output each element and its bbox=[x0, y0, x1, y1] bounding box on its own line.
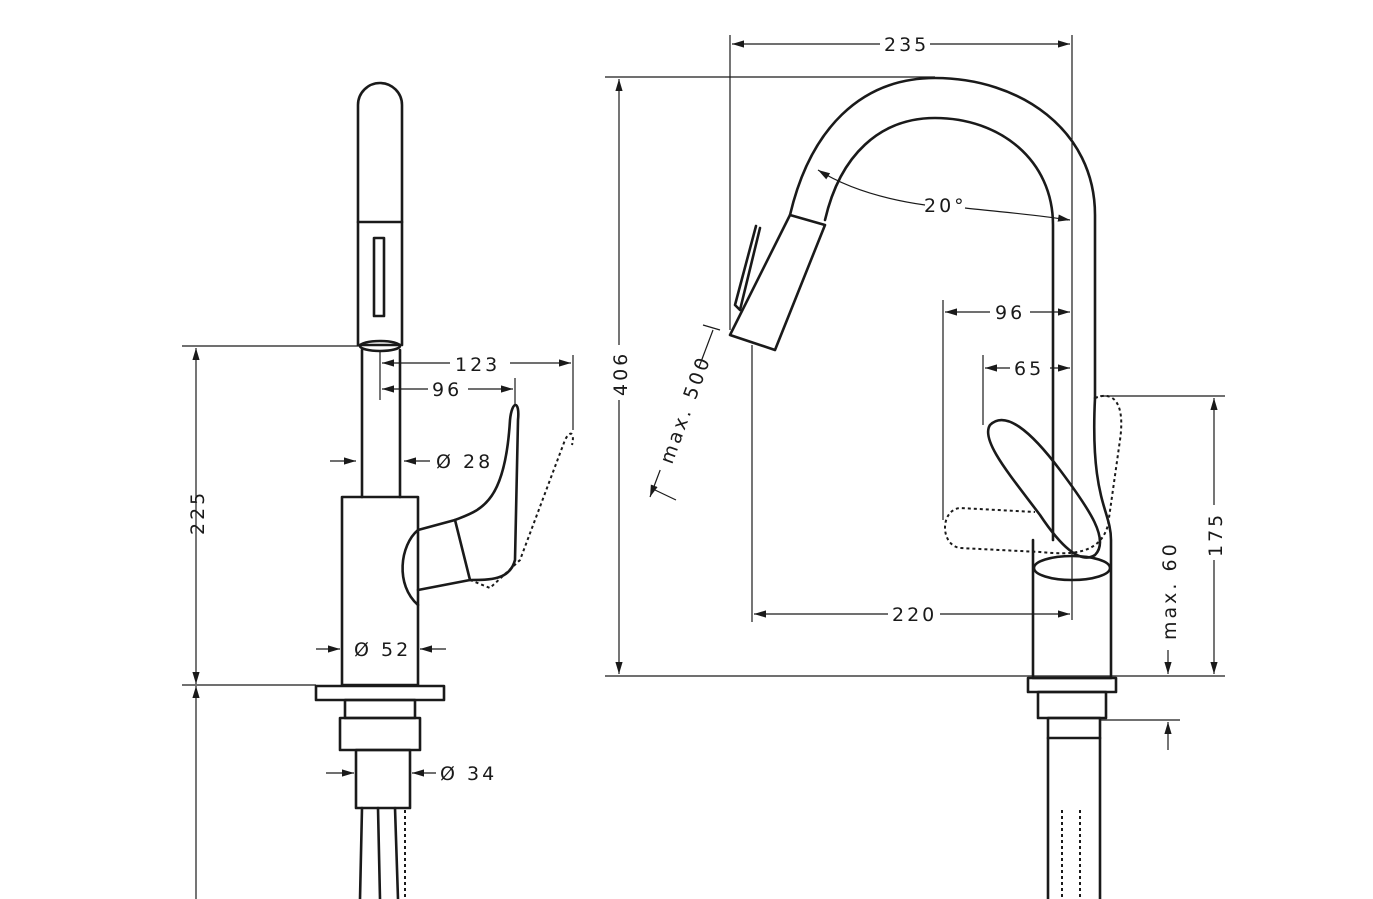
dim-123-label: 123 bbox=[455, 354, 500, 376]
side-view: 225 123 96 Ø 28 Ø 52 Ø 34 bbox=[182, 81, 574, 899]
arched-spout bbox=[788, 76, 1097, 400]
dim-max60-label: max. 60 bbox=[1159, 541, 1181, 640]
dim-d28-label: Ø 28 bbox=[436, 451, 493, 473]
dim-d34-label: Ø 34 bbox=[440, 763, 497, 785]
dim-235-label: 235 bbox=[884, 34, 929, 56]
dim-220-label: 220 bbox=[892, 604, 937, 626]
dim-96-front-label: 96 bbox=[995, 302, 1025, 324]
dim-225-label: 225 bbox=[187, 490, 209, 535]
lever-handle bbox=[986, 418, 1102, 559]
dim-d52-label: Ø 52 bbox=[354, 639, 411, 661]
dim-angle-label: 20° bbox=[924, 195, 967, 217]
dim-65-label: 65 bbox=[1014, 358, 1044, 380]
spout-tube bbox=[356, 81, 404, 347]
dim-406-label: 406 bbox=[610, 351, 632, 396]
dim-175-label: 175 bbox=[1205, 512, 1227, 557]
dim-96-side-label: 96 bbox=[432, 379, 462, 401]
spray-button bbox=[372, 236, 386, 318]
front-view: 235 20° 406 max. 500 96 65 220 175 m bbox=[605, 32, 1227, 899]
spray-head bbox=[728, 213, 827, 352]
